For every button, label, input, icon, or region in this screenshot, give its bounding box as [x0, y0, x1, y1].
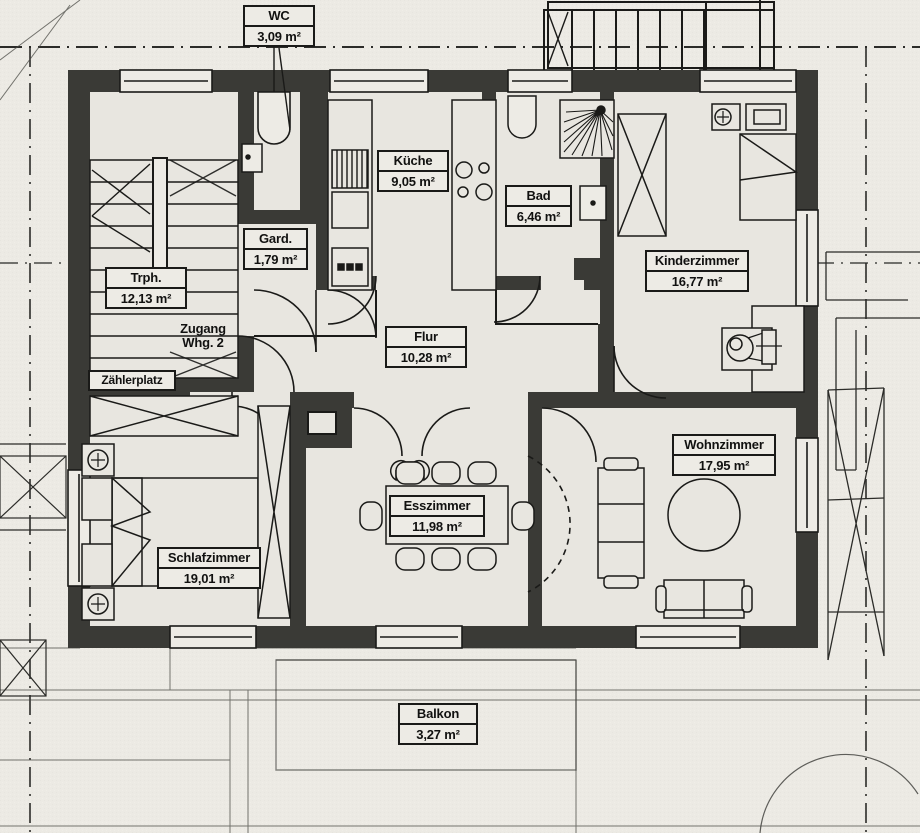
annotation-text: Zählerplatz — [101, 373, 163, 387]
room-name: Esszimmer — [391, 497, 483, 517]
doors — [231, 275, 667, 463]
window-wohnzimmer-right — [795, 437, 819, 533]
room-name: Trph. — [107, 269, 185, 289]
window-kinderzimmer-top — [699, 69, 797, 93]
door-kueche — [327, 275, 377, 339]
room-area: 3,27 m² — [416, 727, 460, 742]
door-entrance — [237, 335, 295, 393]
wohnzimmer-furniture — [597, 457, 753, 619]
room-area: 6,46 m² — [516, 209, 561, 224]
room-label-schlafzimmer: Schlafzimmer 19,01 m² — [157, 547, 261, 589]
room-area: 11,98 m² — [412, 519, 462, 534]
room-label-kinderzimmer: Kinderzimmer 16,77 m² — [645, 250, 749, 292]
window-esszimmer-bottom — [375, 625, 463, 649]
room-area: 16,77 m² — [671, 274, 723, 289]
window-schlafzimmer-bottom — [169, 625, 257, 649]
esszimmer-rounded-edge — [527, 455, 571, 593]
bad-fixtures — [241, 95, 615, 221]
exterior-curve — [759, 753, 919, 833]
room-name: Wohnzimmer — [674, 436, 774, 456]
door-bad — [493, 275, 541, 323]
windows — [67, 69, 819, 649]
door-gard — [253, 289, 317, 353]
window-trph-top — [119, 69, 213, 93]
window-bad-top — [507, 69, 573, 93]
room-label-trph: Trph. 12,13 m² — [105, 267, 187, 309]
room-name: Kinderzimmer — [647, 252, 747, 272]
room-label-gard: Gard. 1,79 m² — [243, 228, 308, 270]
room-label-balkon: Balkon 3,27 m² — [398, 703, 478, 745]
opening-wohnzimmer — [541, 407, 597, 463]
annotation-zugang-whg-2: Zugang Whg. 2 — [180, 321, 226, 350]
room-label-wohnzimmer: Wohnzimmer 17,95 m² — [672, 434, 776, 476]
opening-esszimmer — [353, 407, 471, 457]
room-name: Bad — [507, 187, 570, 207]
room-label-flur: Flur 10,28 m² — [385, 326, 467, 368]
room-name: Schlafzimmer — [159, 549, 259, 569]
room-area: 17,95 m² — [698, 458, 750, 473]
door-kinderzimmer — [613, 345, 667, 399]
room-name: WC — [245, 7, 313, 27]
window-wohnzimmer-bottom — [635, 625, 741, 649]
room-area: 19,01 m² — [183, 571, 235, 586]
room-label-bad: Bad 6,46 m² — [505, 185, 572, 227]
room-label-wc: WC 3,09 m² — [243, 5, 315, 47]
wc-leader-line — [278, 47, 291, 131]
room-name: Flur — [387, 328, 465, 348]
exterior-right-structures — [825, 251, 920, 661]
balkon-outline — [275, 659, 577, 771]
exterior-stair-structure — [543, 0, 775, 73]
room-label-kueche: Küche 9,05 m² — [377, 150, 449, 192]
exterior-left-structures — [0, 443, 67, 697]
annotation-zaehlerplatz: Zählerplatz — [88, 370, 176, 391]
room-area: 12,13 m² — [120, 291, 172, 306]
room-name: Gard. — [245, 230, 306, 250]
room-name: Balkon — [400, 705, 476, 725]
room-area: 3,09 m² — [257, 29, 301, 44]
room-area: 1,79 m² — [253, 252, 298, 267]
room-area: 9,05 m² — [391, 174, 435, 189]
room-label-esszimmer: Esszimmer 11,98 m² — [389, 495, 485, 537]
window-kueche-top — [329, 69, 429, 93]
room-name: Küche — [379, 152, 447, 172]
window-kinderzimmer-right — [795, 209, 819, 307]
kinderzimmer-furniture — [617, 103, 805, 393]
room-area: 10,28 m² — [400, 350, 452, 365]
kueche-fixtures — [327, 99, 497, 291]
